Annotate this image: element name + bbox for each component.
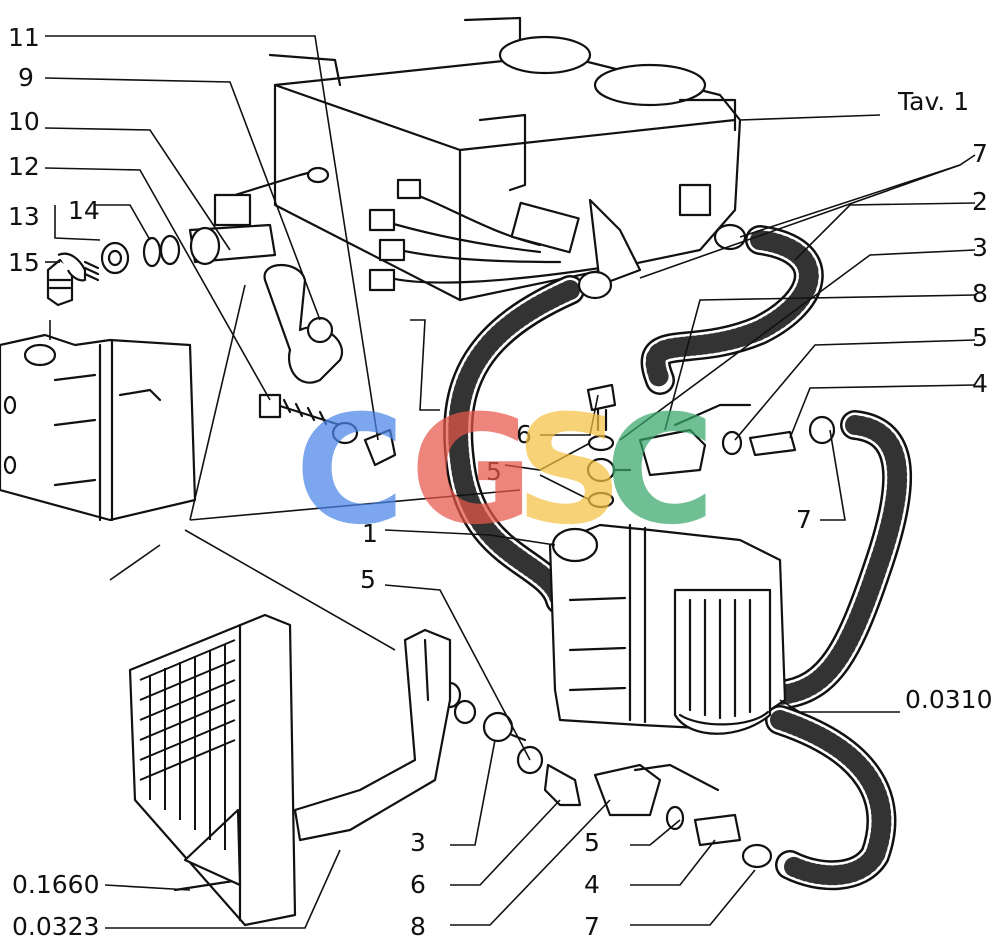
callout-bottom-6: 6	[410, 870, 426, 899]
code-1660: 0.1660	[12, 870, 99, 899]
callout-bottom-5: 5	[584, 828, 600, 857]
watermark-letter-s: S	[515, 384, 623, 558]
callout-right-4: 4	[972, 369, 988, 398]
title-reference: Tav. 1	[897, 87, 969, 116]
heater-valve-assembly	[188, 166, 397, 467]
lower-water-pipe	[293, 628, 452, 842]
callout-right-5: 5	[972, 323, 988, 352]
callout-bottom-4: 4	[584, 870, 600, 899]
callout-right-3: 3	[972, 233, 988, 262]
callout-labels: 11 9 10 12 13 14 15 Tav. 1 7 2 3 8 5 4 6…	[8, 23, 992, 941]
callout-right-7: 7	[972, 139, 988, 168]
code-0323: 0.0323	[12, 912, 99, 941]
callout-bottom-3: 3	[410, 828, 426, 857]
callout-12: 12	[8, 152, 40, 181]
watermark-letter-c1: C	[295, 384, 405, 558]
watermark-letter-c2: C	[605, 384, 715, 558]
callout-mid-7: 7	[796, 505, 812, 534]
callout-left-5: 5	[360, 565, 376, 594]
callout-14: 14	[68, 196, 100, 225]
fittings-13-14-15	[46, 234, 181, 307]
callout-10: 10	[8, 107, 40, 136]
callout-right-8: 8	[972, 279, 988, 308]
callout-right-2: 2	[972, 187, 988, 216]
callout-15: 15	[8, 248, 40, 277]
engine-block-fragment	[0, 320, 197, 522]
callout-bottom-7: 7	[584, 912, 600, 941]
callout-11: 11	[8, 23, 40, 52]
radiator-core	[128, 613, 297, 927]
callout-mid-1: 1	[362, 519, 378, 548]
callout-mid-6: 6	[516, 420, 532, 449]
callout-9: 9	[18, 63, 34, 92]
callout-bottom-8: 8	[410, 912, 426, 941]
code-0310: 0.0310	[905, 685, 992, 714]
callout-13: 13	[8, 202, 40, 231]
hoses	[443, 225, 913, 891]
watermark-letter-g: G	[410, 384, 533, 558]
watermark-logo: C G S C	[295, 384, 715, 558]
engine-housing	[548, 523, 787, 735]
leader-lines	[44, 35, 976, 929]
callout-mid-5: 5	[486, 457, 502, 486]
wiring-harness	[368, 178, 712, 292]
